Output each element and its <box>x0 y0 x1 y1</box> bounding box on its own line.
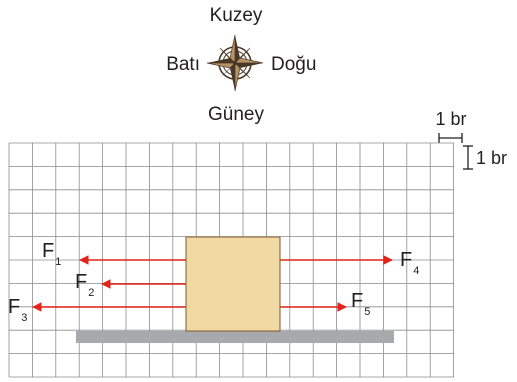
scale-indicator: 1 br 1 br <box>435 109 507 170</box>
force-arrows <box>32 255 393 312</box>
force-label-f4: F4 <box>400 249 419 277</box>
force-labels: F1 F2 F3 F4 F5 <box>8 240 419 324</box>
compass-east-label: Doğu <box>271 54 316 75</box>
scale-horizontal-label: 1 br <box>435 109 466 129</box>
compass-west-label: Batı <box>166 54 200 75</box>
compass-south-label: Güney <box>208 104 264 125</box>
force-label-f2: F2 <box>75 271 94 299</box>
force-label-f5: F5 <box>351 290 370 318</box>
force-label-f1: F1 <box>42 240 61 268</box>
compass-icon <box>206 34 264 92</box>
block <box>185 236 281 332</box>
force-label-f3: F3 <box>8 296 27 324</box>
compass-rose: Kuzey Güney Batı Doğu <box>166 5 316 125</box>
scale-vertical-label: 1 br <box>476 148 507 168</box>
scale-horizontal-bracket <box>438 133 463 143</box>
compass-north-label: Kuzey <box>210 5 263 26</box>
floor <box>76 331 394 343</box>
scale-vertical-bracket <box>463 145 473 170</box>
